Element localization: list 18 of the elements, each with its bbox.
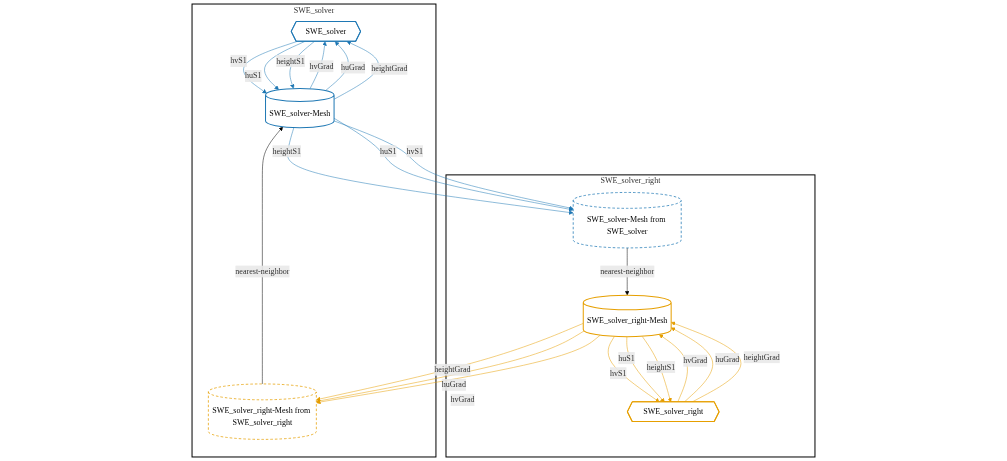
edge-label: hvS1 <box>609 368 627 378</box>
edge-label: huS1 <box>618 353 635 363</box>
edge-label: hvGrad <box>683 356 708 365</box>
edge-label: hvGrad <box>450 395 475 404</box>
edge-label: nearest-neighbor <box>600 267 655 276</box>
edge-label: heightGrad <box>743 352 780 362</box>
edge-label: hvS1 <box>230 56 247 65</box>
edge-label: heightS1 <box>646 362 676 372</box>
edge-label: heightGrad <box>434 365 471 374</box>
edge-label: heightS1 <box>272 146 301 156</box>
edge-label: huGrad <box>441 380 466 389</box>
edge-label: heightGrad <box>371 64 408 73</box>
edge-label: huGrad <box>715 354 740 364</box>
edge-label: huGrad <box>341 63 366 72</box>
edge-label: heightS1 <box>276 56 305 66</box>
edge-label: huS1 <box>245 71 262 80</box>
edge-label: hvGrad <box>309 61 334 71</box>
edge-label: nearest-neighbor <box>235 267 290 276</box>
